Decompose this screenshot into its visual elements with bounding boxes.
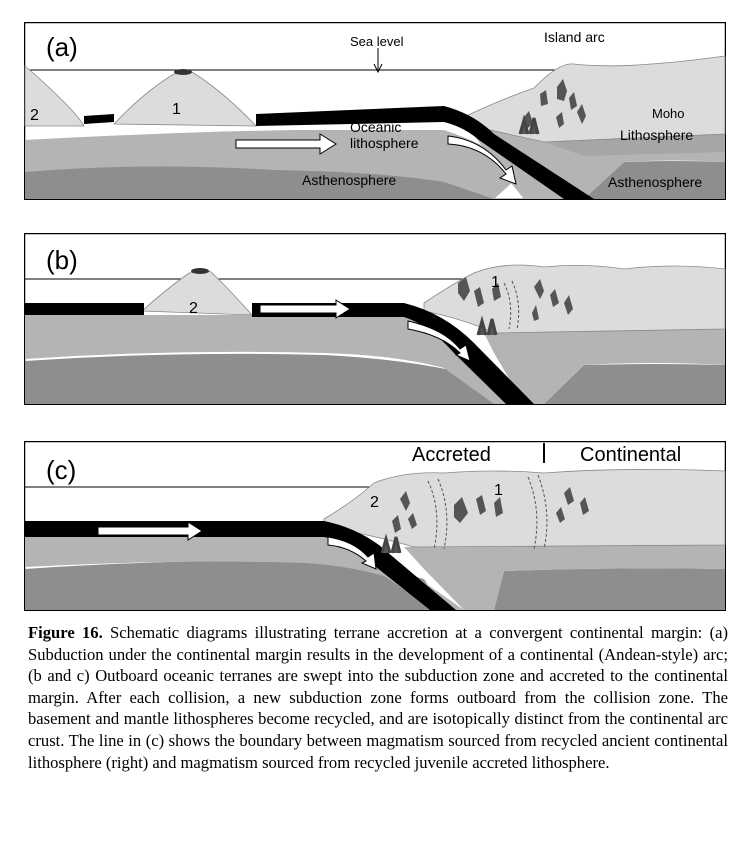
continental-label: Continental bbox=[580, 444, 681, 466]
caption-text: Schematic diagrams illustrating terrane … bbox=[28, 623, 728, 772]
pluton bbox=[534, 279, 544, 299]
panel-a-diagram: (a) Sea level Island arc Moho Lithospher… bbox=[24, 22, 726, 200]
pluton bbox=[564, 295, 573, 315]
moho-label: Moho bbox=[652, 106, 685, 121]
magma-conduit bbox=[476, 315, 498, 336]
seamount-2 bbox=[24, 65, 85, 127]
subduction-arrow bbox=[447, 135, 517, 185]
suture-zone-right bbox=[527, 474, 548, 550]
pluton bbox=[556, 112, 564, 128]
asthenosphere-label-right: Asthenosphere bbox=[608, 174, 702, 190]
seamount-1-crater bbox=[174, 69, 192, 75]
pluton bbox=[474, 287, 484, 307]
panel-a: (a) Sea level Island arc Moho Lithospher… bbox=[24, 22, 726, 200]
seamount-1 bbox=[113, 71, 257, 127]
asthenosphere-right bbox=[494, 568, 725, 610]
pluton bbox=[564, 487, 574, 505]
asthenosphere-right bbox=[544, 364, 725, 404]
seamount-2-crater bbox=[191, 268, 209, 274]
pluton bbox=[476, 495, 486, 515]
moho-zone bbox=[544, 134, 725, 156]
sea-level-arrowhead bbox=[373, 63, 383, 74]
terrane-number-2: 2 bbox=[30, 107, 39, 124]
pluton bbox=[557, 79, 567, 101]
panel-letter: (b) bbox=[46, 245, 78, 275]
terrane-number-2: 2 bbox=[370, 494, 379, 511]
asthenosphere-left bbox=[25, 164, 494, 199]
oceanic-label-line1: Oceanic bbox=[350, 119, 401, 135]
magma-conduit bbox=[380, 533, 402, 554]
suture-zone-left bbox=[427, 478, 448, 550]
pluton bbox=[392, 515, 401, 533]
magma-conduit bbox=[518, 114, 540, 135]
asthenosphere-right bbox=[584, 161, 725, 199]
plate-motion-arrow bbox=[259, 299, 351, 319]
asthenosphere-left bbox=[25, 353, 494, 404]
pluton bbox=[492, 283, 501, 301]
pluton bbox=[540, 90, 548, 106]
terrane-number-1: 1 bbox=[491, 274, 500, 291]
continental-lithosphere bbox=[484, 329, 725, 404]
plate-motion-arrow bbox=[235, 133, 337, 155]
subducting-slab bbox=[256, 106, 594, 199]
terrane-number-2: 2 bbox=[189, 300, 198, 317]
pluton bbox=[408, 513, 417, 529]
panel-c: (c) Accreted Continental 2 1 bbox=[24, 441, 726, 611]
accreted-arc-crust bbox=[423, 264, 726, 334]
panel-c-diagram: (c) Accreted Continental 2 1 bbox=[24, 441, 726, 611]
pluton bbox=[580, 497, 589, 515]
pluton bbox=[400, 491, 410, 511]
slab-segment-left bbox=[25, 303, 144, 315]
figure-caption: Figure 16. Schematic diagrams illustrati… bbox=[28, 622, 728, 773]
asthenosphere-left bbox=[25, 560, 444, 610]
panel-letter: (a) bbox=[46, 32, 78, 62]
sea-level-label: Sea level bbox=[350, 34, 404, 49]
accreted-label: Accreted bbox=[412, 444, 491, 466]
oceanic-lithosphere-layer bbox=[25, 130, 524, 199]
continental-lithosphere bbox=[404, 545, 725, 610]
pluton bbox=[454, 497, 468, 523]
seamount-2 bbox=[141, 270, 253, 316]
subduction-arrow bbox=[407, 320, 471, 362]
panel-letter: (c) bbox=[46, 455, 76, 485]
terrane-number-1: 1 bbox=[494, 482, 503, 499]
suture-zone bbox=[503, 280, 520, 330]
island-arc-label: Island arc bbox=[544, 29, 605, 45]
pluton bbox=[577, 104, 586, 124]
panel-b-diagram: (b) 2 1 bbox=[24, 233, 726, 405]
slab-segment-left bbox=[84, 114, 114, 124]
oceanic-lithosphere-layer bbox=[25, 315, 524, 404]
accreted-continental-crust bbox=[323, 469, 726, 548]
figure-label: Figure 16. bbox=[28, 623, 103, 642]
terrane-number-1: 1 bbox=[172, 101, 181, 118]
island-arc-crust bbox=[452, 55, 726, 143]
pluton bbox=[494, 497, 503, 517]
pluton bbox=[532, 305, 539, 321]
oceanic-label-line2: lithosphere bbox=[350, 135, 419, 151]
plate-motion-arrow bbox=[97, 521, 203, 541]
subduction-arrow bbox=[327, 536, 377, 570]
panel-b: (b) 2 1 bbox=[24, 233, 726, 405]
lithosphere-label: Lithosphere bbox=[620, 127, 693, 143]
asthenosphere-label-left: Asthenosphere bbox=[302, 172, 396, 188]
pluton bbox=[550, 289, 559, 307]
pluton bbox=[458, 277, 470, 301]
pluton bbox=[569, 92, 577, 110]
pluton bbox=[556, 507, 565, 523]
